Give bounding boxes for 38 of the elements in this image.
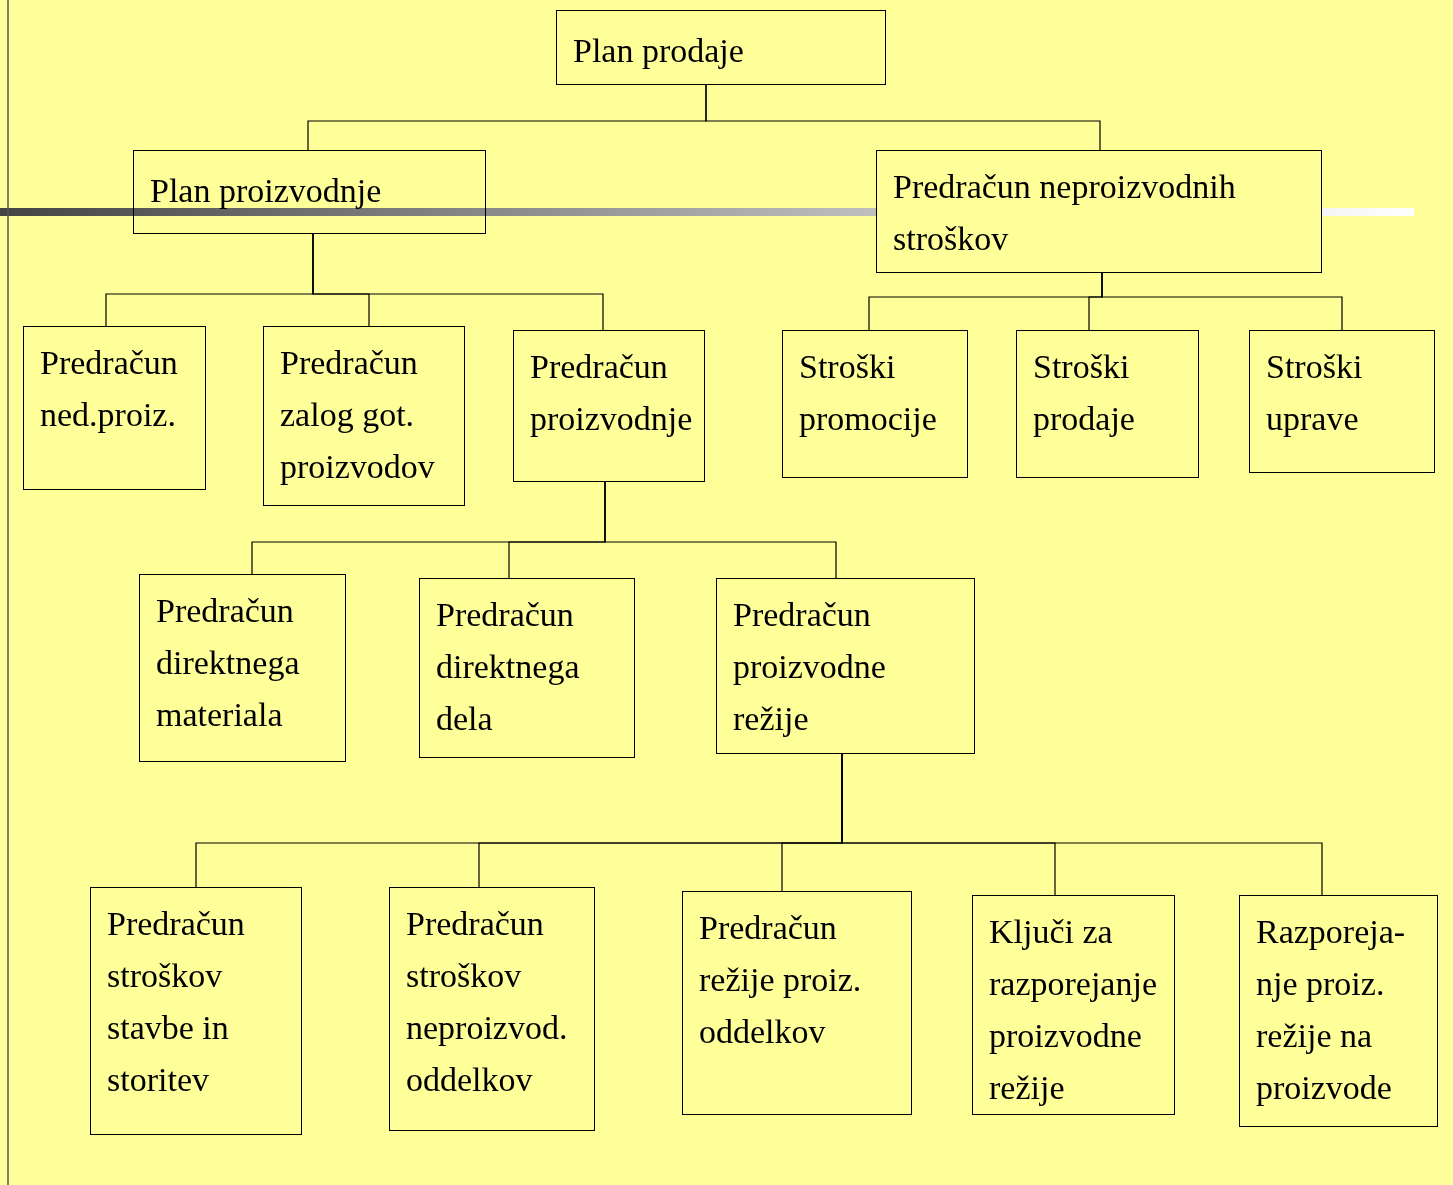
box-label: Ključi za razporejanje proizvodne režije (989, 912, 1158, 1108)
box-label: Predračun neproizvodnih stroškov (893, 167, 1237, 259)
process-box (1016, 330, 1199, 478)
process-box (1249, 330, 1435, 473)
process-box (782, 330, 968, 478)
process-box (972, 895, 1175, 1115)
process-box (263, 326, 465, 506)
process-box (90, 887, 302, 1135)
process-box (1239, 895, 1438, 1127)
box-label: Predračun direktnega materiala (156, 591, 301, 735)
box-label: Predračun stroškov neproizvod. oddelkov (406, 904, 569, 1100)
box-label: Plan proizvodnje (150, 171, 383, 211)
box-label: Predračun proizvodne režije (733, 595, 887, 739)
process-box (23, 326, 206, 490)
box-label: Predračun režije proiz. oddelkov (699, 908, 863, 1052)
box-label: Plan prodaje (573, 31, 745, 71)
box-label: Predračun direktnega dela (436, 595, 581, 739)
process-box (139, 574, 346, 762)
box-label: Razporeja- nje proiz. režije na proizvode (1256, 912, 1407, 1108)
connector-line (312, 233, 604, 331)
process-box (682, 891, 912, 1115)
connector-line (604, 481, 837, 579)
box-label: Predračun zalog got. proizvodov (280, 343, 436, 487)
process-box (513, 330, 705, 482)
process-box (389, 887, 595, 1131)
process-box (133, 150, 486, 234)
box-label: Predračun ned.proiz. (40, 343, 179, 435)
process-box (556, 10, 886, 85)
box-label: Predračun proizvodnje (530, 347, 692, 439)
process-box (419, 578, 635, 758)
box-label: Stroški promocije (799, 347, 938, 439)
box-label: Stroški uprave (1266, 347, 1364, 439)
connector-line (705, 84, 1101, 151)
connector-line (1101, 272, 1343, 331)
box-label: Stroški prodaje (1033, 347, 1136, 439)
process-box (876, 150, 1322, 273)
box-label: Predračun stroškov stavbe in storitev (107, 904, 246, 1100)
process-box (716, 578, 975, 754)
